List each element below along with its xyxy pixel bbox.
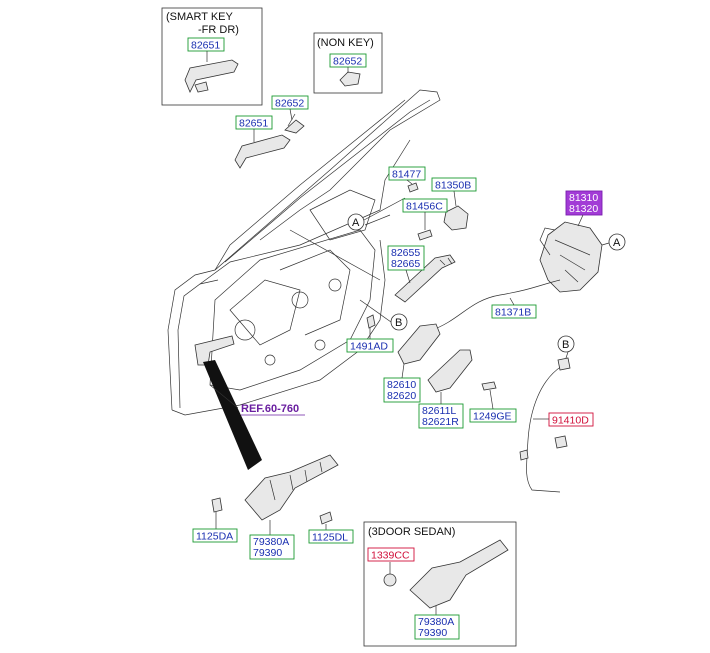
label-1125da[interactable]: 1125DA bbox=[192, 528, 238, 543]
inside-handle-housing-82610 bbox=[397, 323, 441, 365]
door-frame-drawing bbox=[167, 89, 441, 416]
label-81371b[interactable]: 81371B bbox=[491, 304, 537, 319]
svg-text:79380A: 79380A bbox=[253, 536, 289, 548]
label-91410d[interactable]: 91410D bbox=[548, 412, 594, 427]
svg-text:1339CC: 1339CC bbox=[371, 550, 410, 562]
label-81350b[interactable]: 81350B bbox=[431, 177, 477, 192]
door-checker-main bbox=[244, 454, 339, 521]
door-checker-arm-shadow bbox=[203, 360, 262, 470]
leader-lines bbox=[206, 51, 584, 420]
inside-lever-82655 bbox=[394, 254, 456, 303]
label-81310-81320[interactable]: 81310 81320 bbox=[565, 190, 603, 216]
label-82651[interactable]: 82651 bbox=[235, 115, 273, 130]
label-81456c[interactable]: 81456C bbox=[402, 198, 448, 213]
bolt-1125da bbox=[211, 497, 223, 513]
labels: 82651 82652 82652 82651 81477 81350B 814… bbox=[187, 37, 603, 640]
svg-text:1125DA: 1125DA bbox=[196, 531, 233, 543]
callout-a-left bbox=[347, 213, 365, 231]
label-82652[interactable]: 82652 bbox=[271, 95, 309, 110]
label-1491ad[interactable]: 1491AD bbox=[346, 338, 394, 353]
svg-text:82652: 82652 bbox=[275, 98, 304, 110]
non-key-cover bbox=[339, 71, 361, 87]
svg-text:79390: 79390 bbox=[253, 547, 282, 559]
label-1339cc[interactable]: 1339CC bbox=[367, 547, 415, 562]
label-82655-82665[interactable]: 82655 82665 bbox=[387, 245, 425, 271]
label-79380a-79390-3door[interactable]: 79380A 79390 bbox=[414, 614, 460, 640]
svg-text:91410D: 91410D bbox=[552, 415, 589, 427]
svg-text:81350B: 81350B bbox=[435, 180, 471, 192]
svg-text:81456C: 81456C bbox=[406, 201, 443, 213]
outside-handle bbox=[234, 134, 291, 169]
svg-text:81310: 81310 bbox=[569, 192, 598, 204]
label-1125dl[interactable]: 1125DL bbox=[308, 529, 354, 544]
handle-cover bbox=[284, 119, 305, 134]
smart-key-handle-cap bbox=[194, 81, 209, 93]
svg-text:1249GE: 1249GE bbox=[473, 411, 512, 423]
smart-key-handle bbox=[184, 59, 239, 93]
svg-text:81320: 81320 bbox=[569, 203, 598, 215]
svg-text:82665: 82665 bbox=[391, 258, 420, 270]
svg-text:82620: 82620 bbox=[387, 390, 416, 402]
three-door-sedan-box bbox=[363, 521, 517, 647]
label-82652-nonkey[interactable]: 82652 bbox=[329, 53, 367, 68]
door-checker-3door bbox=[409, 539, 509, 609]
callout-a-right bbox=[608, 233, 626, 251]
bolt-1125dl bbox=[319, 511, 333, 525]
svg-text:81477: 81477 bbox=[392, 169, 421, 181]
screw-81456c bbox=[417, 229, 433, 241]
callout-b-right-text: B bbox=[562, 339, 569, 351]
cable-81371b bbox=[431, 279, 561, 331]
svg-text:1491AD: 1491AD bbox=[350, 341, 388, 353]
smart-key-title-line2: -FR DR) bbox=[198, 24, 239, 36]
callout-a-left-text: A bbox=[352, 217, 360, 229]
label-79380a-79390[interactable]: 79380A 79390 bbox=[249, 534, 295, 560]
bolt-81477 bbox=[407, 182, 419, 193]
nut-1339cc bbox=[383, 573, 397, 587]
screw-1249ge bbox=[481, 381, 497, 391]
callout-b-center-text: B bbox=[395, 317, 402, 329]
smart-key-title-line1: (SMART KEY bbox=[166, 11, 233, 23]
label-1249ge[interactable]: 1249GE bbox=[469, 408, 517, 423]
bracket-81350b bbox=[443, 205, 469, 231]
svg-text:82611L: 82611L bbox=[422, 405, 456, 417]
svg-text:82655: 82655 bbox=[391, 247, 420, 259]
svg-text:82651: 82651 bbox=[239, 118, 268, 130]
svg-text:82652: 82652 bbox=[333, 56, 362, 68]
callout-b-right bbox=[557, 335, 575, 353]
svg-text:82610: 82610 bbox=[387, 379, 416, 391]
svg-text:79390: 79390 bbox=[418, 627, 447, 639]
inside-handle-82611l bbox=[427, 349, 473, 393]
callout-a-right-text: A bbox=[613, 237, 621, 249]
label-82651-smart[interactable]: 82651 bbox=[187, 37, 225, 52]
label-82611l-82621r[interactable]: 82611L 82621R bbox=[418, 403, 464, 429]
door-latch-assembly bbox=[539, 221, 603, 293]
svg-text:81371B: 81371B bbox=[495, 307, 531, 319]
non-key-title: (NON KEY) bbox=[317, 37, 374, 49]
clip-1491ad bbox=[366, 314, 376, 329]
svg-text:82651: 82651 bbox=[191, 40, 220, 52]
wiring-harness-91410d bbox=[526, 365, 563, 493]
non-key-box bbox=[313, 32, 383, 94]
smart-key-box bbox=[161, 7, 263, 106]
reference-label[interactable]: REF.60-760 bbox=[241, 403, 299, 415]
label-81477[interactable]: 81477 bbox=[388, 166, 426, 181]
svg-text:1125DL: 1125DL bbox=[312, 532, 348, 544]
svg-text:79380A: 79380A bbox=[418, 616, 454, 628]
three-door-sedan-title: (3DOOR SEDAN) bbox=[368, 526, 455, 538]
label-82610-82620[interactable]: 82610 82620 bbox=[383, 377, 421, 403]
door-checker-on-door bbox=[194, 335, 235, 366]
svg-text:82621R: 82621R bbox=[422, 416, 459, 428]
